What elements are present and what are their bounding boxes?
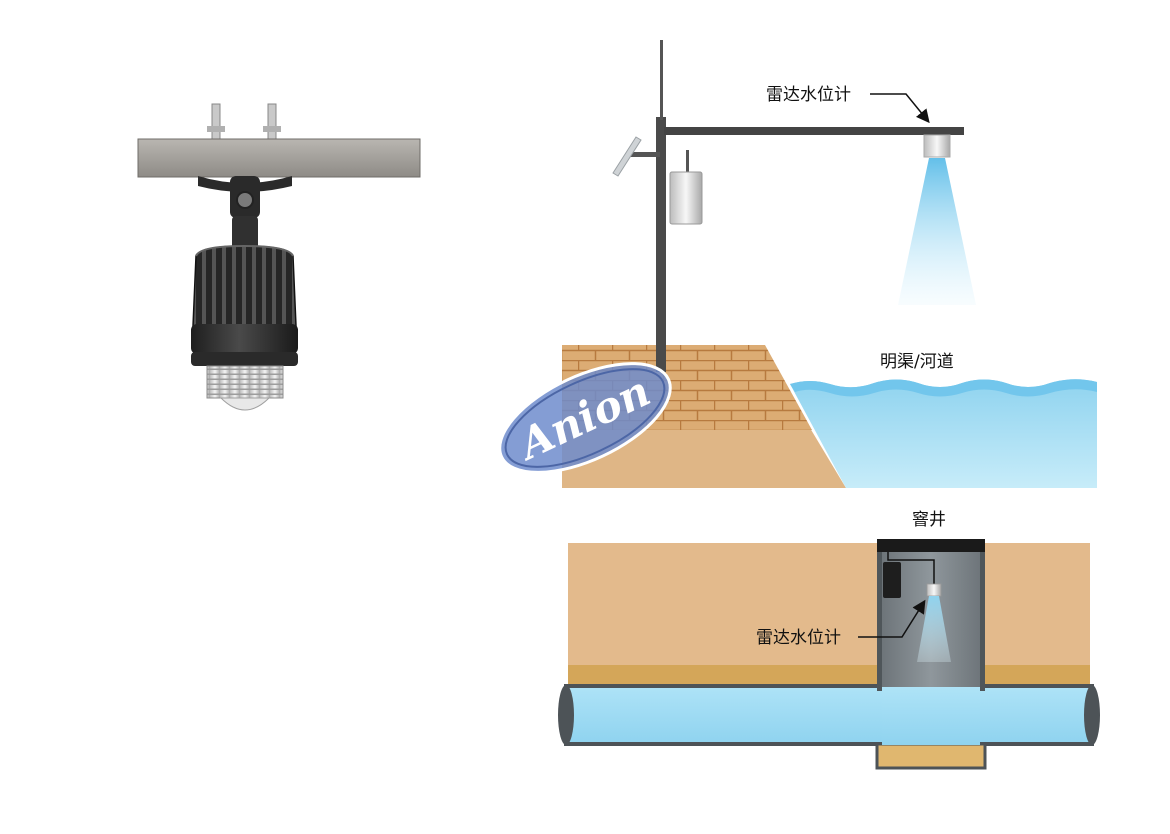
control-box-icon	[669, 171, 703, 225]
solar-panel-icon	[612, 136, 642, 177]
soil-bank	[562, 428, 846, 488]
sensor-housing	[192, 245, 297, 327]
label-radar-top: 雷达水位计	[766, 85, 851, 105]
manhole-scene: 窨井 雷达水位计	[558, 510, 1100, 770]
sewer-pipe	[564, 684, 1094, 746]
mounting-pole	[656, 117, 666, 372]
radar-sensor-product	[137, 103, 421, 411]
radar-level-sensor-icon	[923, 134, 951, 158]
mounting-arm	[664, 127, 964, 135]
sensor-thread	[206, 365, 284, 399]
arrow-icon	[870, 93, 930, 124]
manhole-cover	[877, 539, 985, 552]
radar-beam	[898, 158, 976, 305]
label-channel: 明渠/河道	[880, 352, 954, 372]
channel-water	[790, 379, 1097, 488]
ground-soil	[568, 543, 1090, 667]
label-radar-bottom: 雷达水位计	[756, 628, 841, 648]
label-manhole: 窨井	[912, 510, 946, 530]
sensor-lens	[219, 397, 271, 411]
mounting-beam	[137, 138, 421, 178]
